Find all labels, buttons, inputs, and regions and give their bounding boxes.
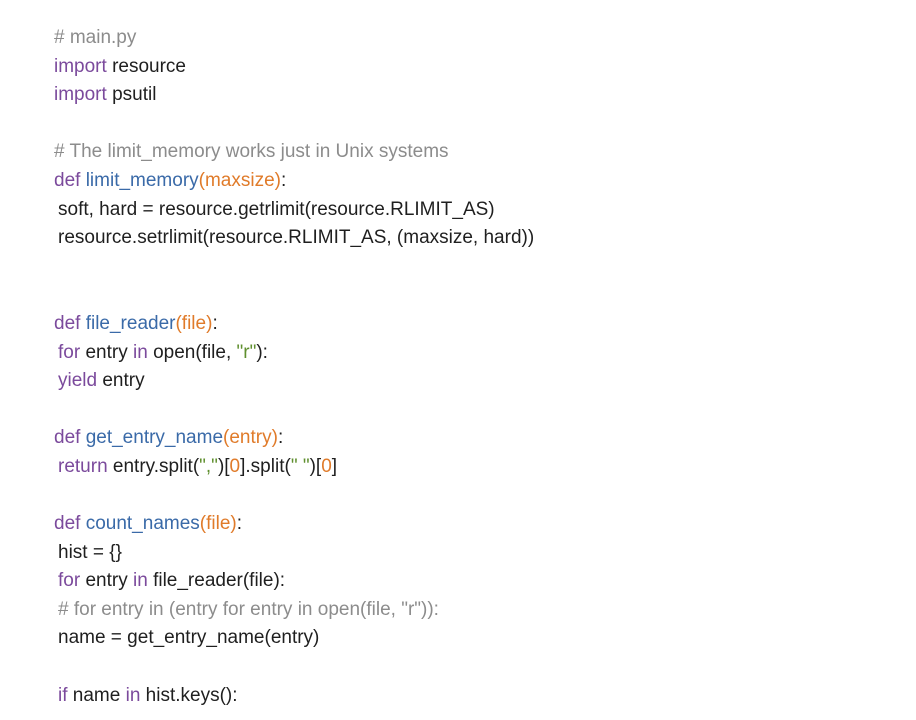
code-token-keyword: def: [54, 312, 81, 334]
code-line: def file_reader(file):: [0, 310, 916, 339]
code-line: [0, 482, 916, 511]
code-line: [0, 110, 916, 139]
code-line: yield entry: [0, 367, 916, 396]
code-token-param: (file): [175, 312, 213, 334]
code-token-param: (file): [199, 513, 237, 535]
code-line: [0, 396, 916, 425]
code-token-string: " ": [290, 455, 310, 477]
code-line: return entry.split(",")[0].split(" ")[0]: [0, 453, 916, 482]
code-token-plain: hist.keys():: [140, 684, 238, 706]
code-token-plain: soft, hard = resource.getrlimit(resource…: [58, 198, 495, 220]
code-token-comment: # main.py: [54, 27, 137, 48]
code-line: # for entry in (entry for entry in open(…: [0, 596, 916, 625]
code-line: [0, 653, 916, 682]
code-token-plain: psutil: [106, 84, 157, 106]
code-token-plain: file_reader(file):: [147, 570, 286, 592]
code-token-func: get_entry_name: [85, 427, 224, 449]
code-token-plain: ].split(: [240, 455, 291, 477]
code-token-keyword: import: [54, 84, 107, 106]
code-token-keyword: in: [133, 570, 148, 592]
code-token-keyword: import: [54, 55, 107, 77]
code-line: import resource: [0, 53, 916, 82]
code-token-plain: :: [212, 312, 218, 334]
code-token-func: limit_memory: [85, 169, 199, 191]
code-token-param: (maxsize): [198, 169, 281, 191]
code-token-keyword: def: [54, 427, 81, 449]
code-token-keyword: yield: [58, 370, 98, 392]
code-token-plain: ]: [331, 455, 338, 477]
code-token-param: (entry): [223, 427, 278, 449]
code-token-plain: name: [67, 684, 126, 706]
code-line: def limit_memory(maxsize):: [0, 167, 916, 196]
code-token-keyword: def: [54, 513, 81, 535]
code-token-plain: entry: [80, 341, 133, 363]
code-line: for entry in file_reader(file):: [0, 567, 916, 596]
code-line: name = get_entry_name(entry): [0, 624, 916, 653]
code-line: resource.setrlimit(resource.RLIMIT_AS, (…: [0, 224, 916, 253]
code-line: # The limit_memory works just in Unix sy…: [0, 138, 916, 167]
code-line: def count_names(file):: [0, 510, 916, 539]
code-token-number: 0: [229, 455, 241, 477]
code-token-keyword: in: [133, 341, 148, 363]
code-token-string: "r": [236, 341, 257, 363]
code-token-keyword: for: [58, 341, 81, 363]
code-token-comment: # for entry in (entry for entry in open(…: [58, 598, 439, 620]
code-token-plain: resource: [106, 55, 186, 77]
code-token-func: file_reader: [85, 312, 176, 334]
code-line: [0, 281, 916, 310]
code-line: # main.py: [0, 24, 916, 53]
code-token-plain: )[: [309, 455, 322, 477]
code-line: for entry in open(file, "r"):: [0, 339, 916, 368]
code-token-plain: entry: [80, 570, 133, 592]
code-line: def get_entry_name(entry):: [0, 424, 916, 453]
code-token-plain: :: [281, 169, 287, 191]
code-line: import psutil: [0, 81, 916, 110]
code-token-plain: entry: [97, 370, 145, 392]
code-line: [0, 253, 916, 282]
code-token-func: count_names: [85, 513, 200, 535]
code-line: if name in hist.keys():: [0, 682, 916, 711]
code-token-plain: hist = {}: [58, 541, 122, 563]
code-token-plain: :: [277, 427, 284, 449]
code-token-plain: resource.setrlimit(resource.RLIMIT_AS, (…: [58, 227, 535, 249]
code-token-string: ",": [199, 455, 218, 477]
code-token-plain: open(file,: [147, 341, 237, 363]
code-token-keyword: if: [58, 684, 68, 706]
code-token-keyword: for: [58, 570, 81, 592]
code-token-keyword: return: [58, 455, 108, 477]
code-token-keyword: def: [54, 169, 81, 191]
code-token-plain: name = get_entry_name(entry): [58, 627, 320, 649]
code-line: hist = {}: [0, 539, 916, 568]
code-token-number: 0: [321, 455, 332, 477]
code-token-plain: entry.split(: [107, 455, 200, 477]
code-line: soft, hard = resource.getrlimit(resource…: [0, 196, 916, 225]
code-token-plain: ):: [256, 341, 268, 363]
code-token-plain: )[: [217, 455, 230, 477]
code-token-comment: # The limit_memory works just in Unix sy…: [54, 141, 449, 163]
code-token-plain: :: [236, 513, 243, 535]
code-token-keyword: in: [125, 684, 141, 706]
